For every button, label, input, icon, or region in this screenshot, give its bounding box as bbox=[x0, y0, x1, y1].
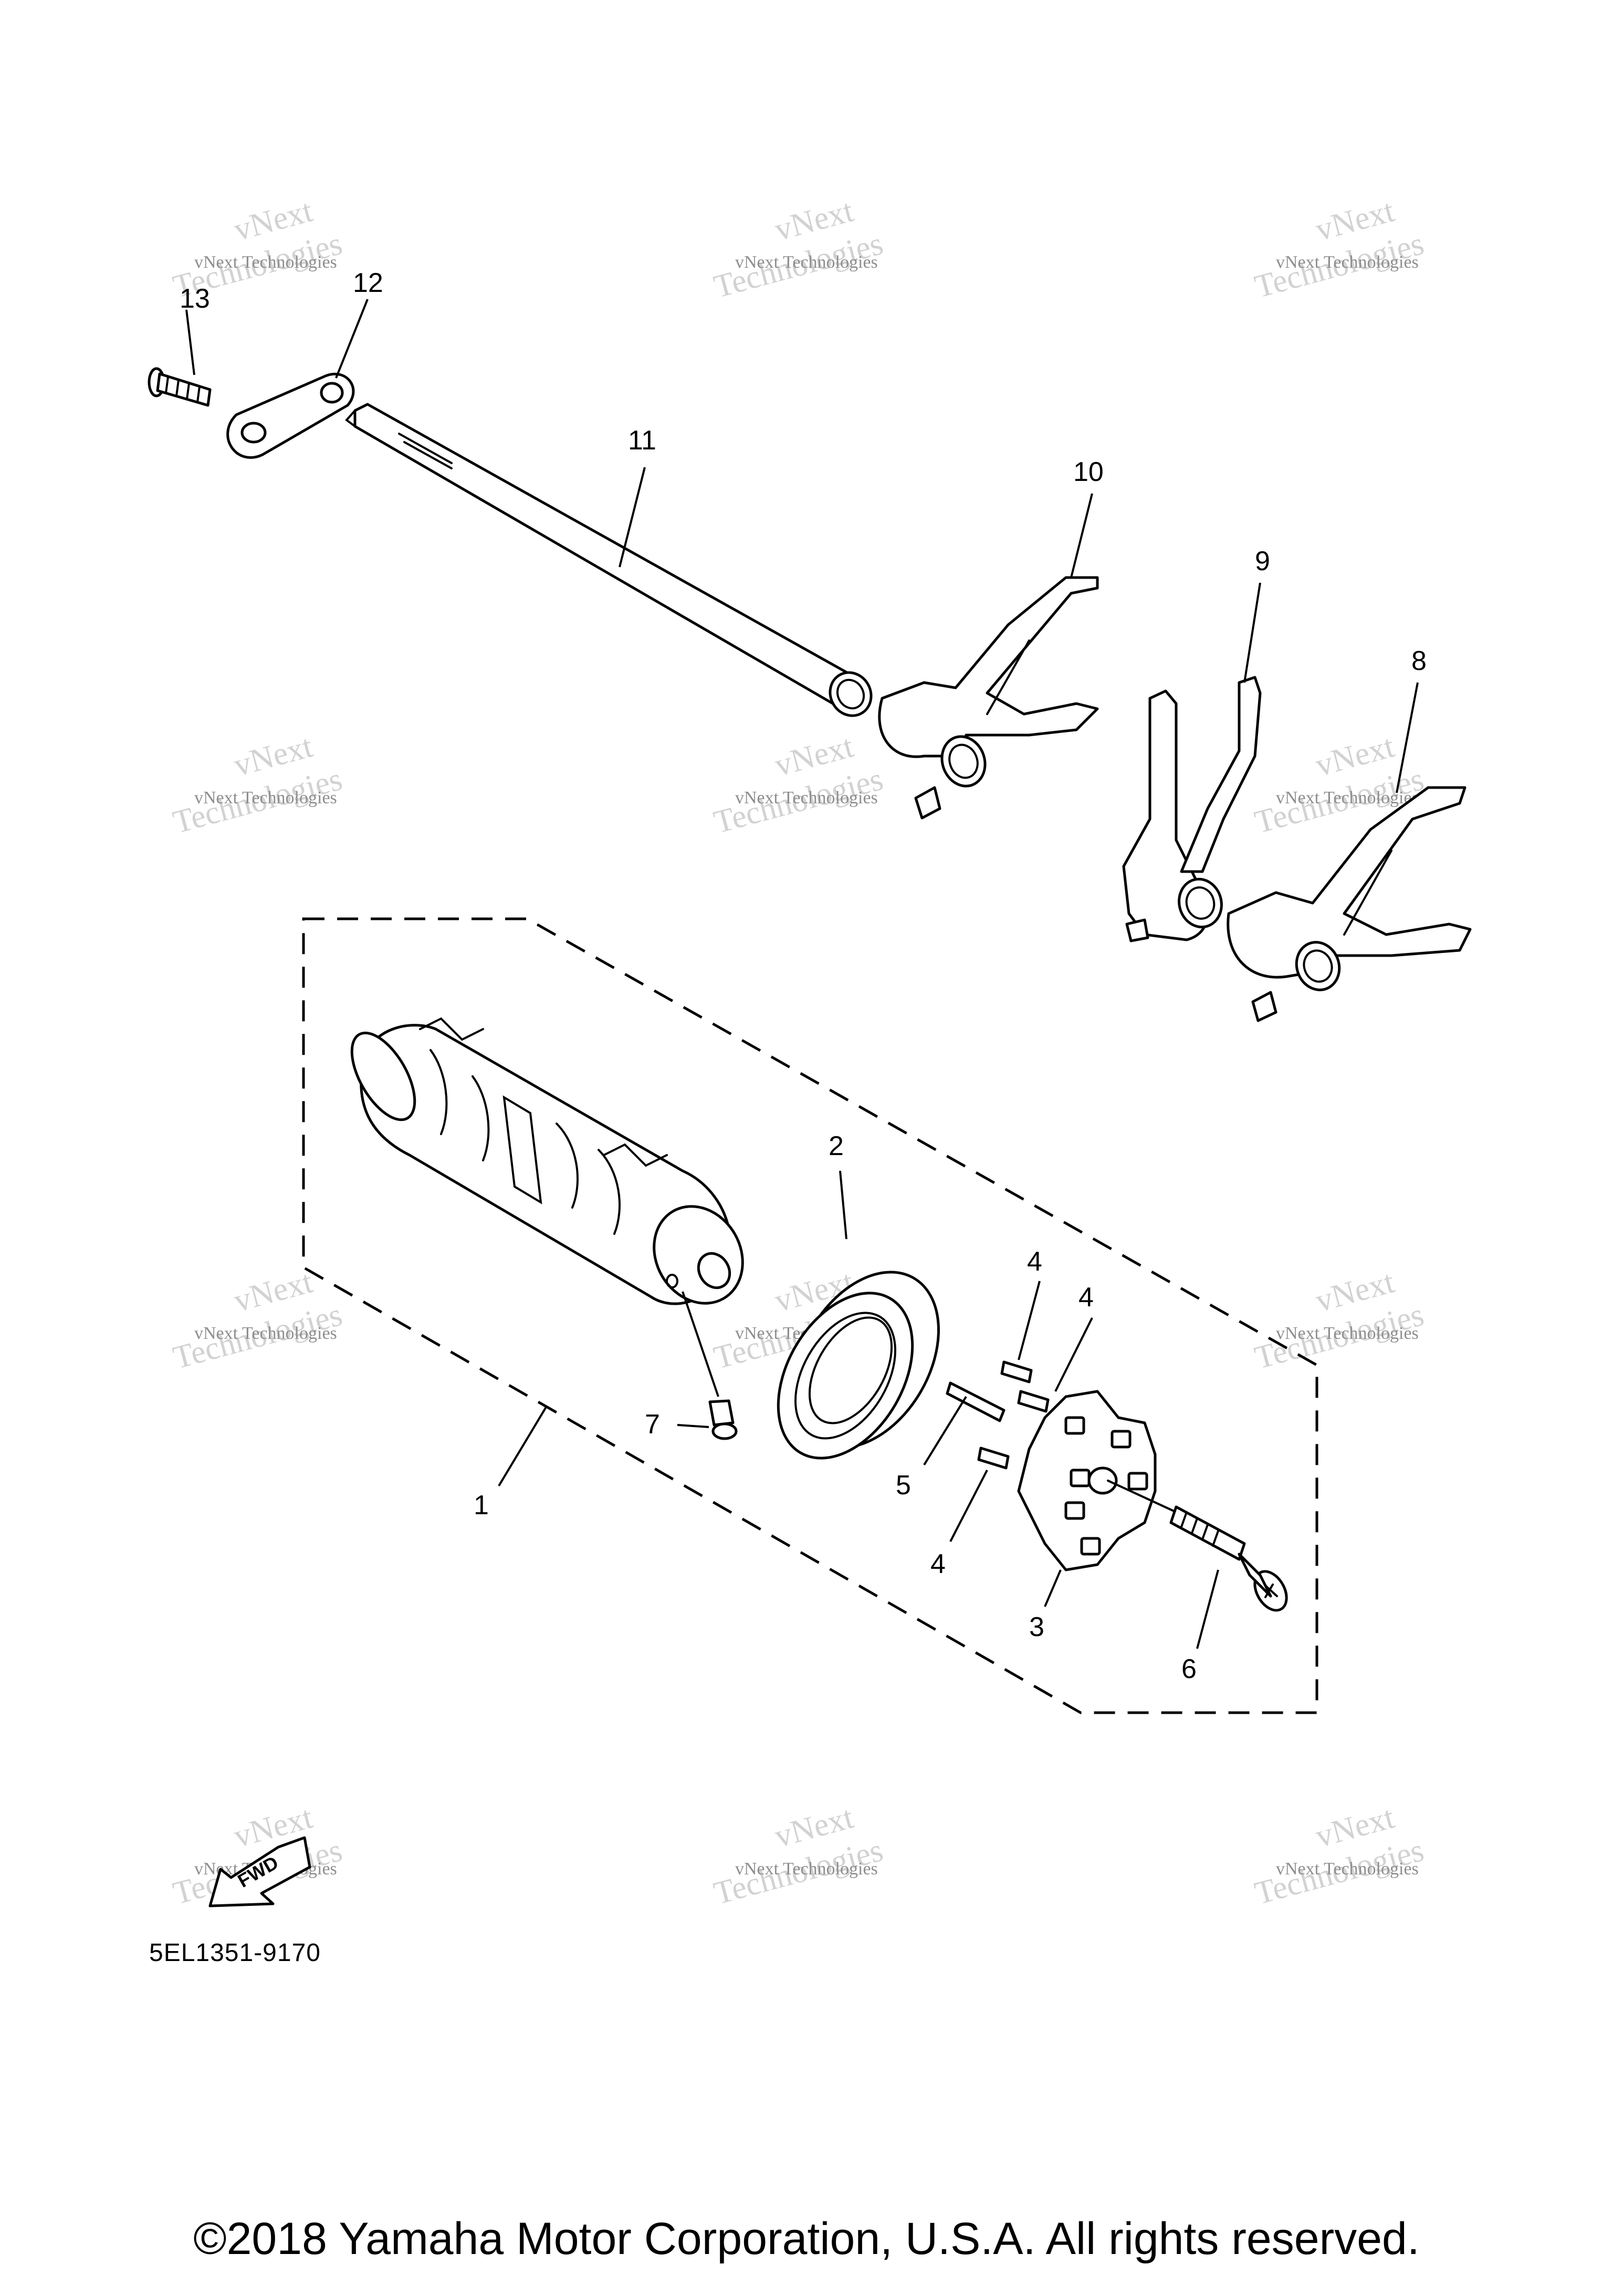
watermark: vNext Technologies vNext Technologies bbox=[170, 1264, 346, 1376]
svg-text:vNext Technologies: vNext Technologies bbox=[735, 253, 878, 272]
bearing-2[interactable] bbox=[751, 1246, 968, 1482]
callout-12: 12 bbox=[353, 268, 383, 298]
pin-5[interactable] bbox=[946, 1381, 1005, 1422]
watermark: vNext Technologies vNext Technologies bbox=[1251, 1264, 1428, 1376]
watermark: vNext Technologies vNext Technologies bbox=[1251, 1799, 1428, 1912]
callout-8: 8 bbox=[1411, 646, 1427, 676]
callout-5: 5 bbox=[896, 1470, 911, 1501]
callout-4-b: 4 bbox=[1078, 1282, 1094, 1313]
diagram-code: 5EL1351-9170 bbox=[149, 1939, 321, 1967]
screw-7[interactable] bbox=[708, 1399, 738, 1440]
svg-text:vNext Technologies: vNext Technologies bbox=[194, 788, 337, 808]
pin-4-lower[interactable] bbox=[977, 1446, 1010, 1470]
shift-fork-9[interactable] bbox=[1122, 676, 1262, 942]
shift-fork-10[interactable] bbox=[878, 576, 1099, 820]
svg-text:vNext Technologies: vNext Technologies bbox=[1276, 1859, 1419, 1879]
svg-text:vNext Technologies: vNext Technologies bbox=[194, 253, 337, 272]
segment-3[interactable] bbox=[1017, 1390, 1157, 1571]
callout-10: 10 bbox=[1073, 457, 1104, 487]
svg-text:vNext Technologies: vNext Technologies bbox=[1276, 788, 1419, 808]
callout-4-a: 4 bbox=[1027, 1246, 1042, 1277]
pin-4-mid[interactable] bbox=[1017, 1390, 1050, 1413]
shift-fork-8[interactable] bbox=[1227, 786, 1472, 1022]
svg-text:vNext Technologies: vNext Technologies bbox=[735, 1859, 878, 1879]
callout-13: 13 bbox=[180, 284, 210, 314]
callout-7: 7 bbox=[645, 1409, 660, 1440]
callout-3: 3 bbox=[1029, 1612, 1044, 1642]
svg-text:vNext Technologies: vNext Technologies bbox=[1276, 1324, 1419, 1343]
leader-lines bbox=[185, 299, 1419, 1649]
watermark: vNext Technologies vNext Technologies bbox=[710, 193, 887, 305]
copyright-notice: ©2018 Yamaha Motor Corporation, U.S.A. A… bbox=[193, 2214, 1420, 2264]
svg-text:vNext Technologies: vNext Technologies bbox=[1276, 253, 1419, 272]
watermark: vNext Technologies vNext Technologies bbox=[170, 728, 346, 841]
svg-text:vNext Technologies: vNext Technologies bbox=[735, 788, 878, 808]
pin-4-upper[interactable] bbox=[1000, 1360, 1033, 1383]
link-plate-12[interactable] bbox=[226, 372, 355, 459]
shift-drum-1[interactable] bbox=[339, 1017, 760, 1319]
callout-labels: 13 12 11 10 9 8 2 4 4 7 5 1 4 3 6 bbox=[180, 268, 1427, 1684]
callout-9: 9 bbox=[1255, 546, 1270, 576]
guide-bar-11[interactable] bbox=[345, 403, 879, 723]
callout-1: 1 bbox=[474, 1490, 489, 1521]
screw-13[interactable] bbox=[148, 367, 212, 407]
callout-2: 2 bbox=[829, 1131, 844, 1161]
screw-6[interactable] bbox=[1107, 1480, 1293, 1616]
callout-6: 6 bbox=[1181, 1654, 1197, 1684]
watermark: vNext Technologies vNext Technologies bbox=[710, 728, 887, 841]
svg-text:vNext Technologies: vNext Technologies bbox=[194, 1324, 337, 1343]
callout-11: 11 bbox=[628, 425, 656, 456]
watermark: vNext Technologies vNext Technologies bbox=[1251, 193, 1428, 305]
watermark: vNext Technologies vNext Technologies bbox=[710, 1799, 887, 1912]
callout-4-c: 4 bbox=[930, 1549, 946, 1579]
